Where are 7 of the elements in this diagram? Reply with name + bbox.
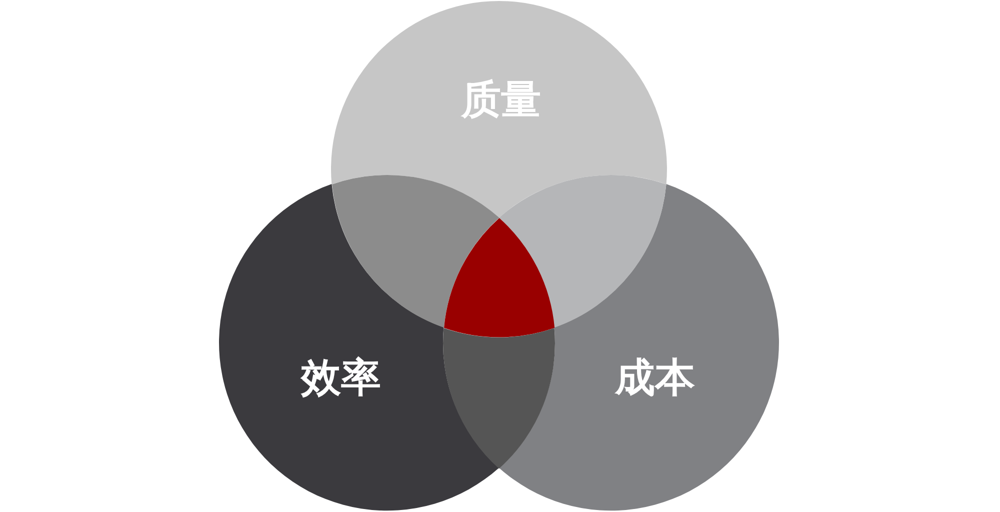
overlap-region [442,328,555,468]
circle-label: 效率 [300,358,381,398]
overlap-region [332,174,499,328]
overlap-region [499,174,666,328]
circle-label: 质量 [461,80,541,120]
circle-label: 成本 [615,358,695,398]
center-overlap-region [444,218,554,337]
